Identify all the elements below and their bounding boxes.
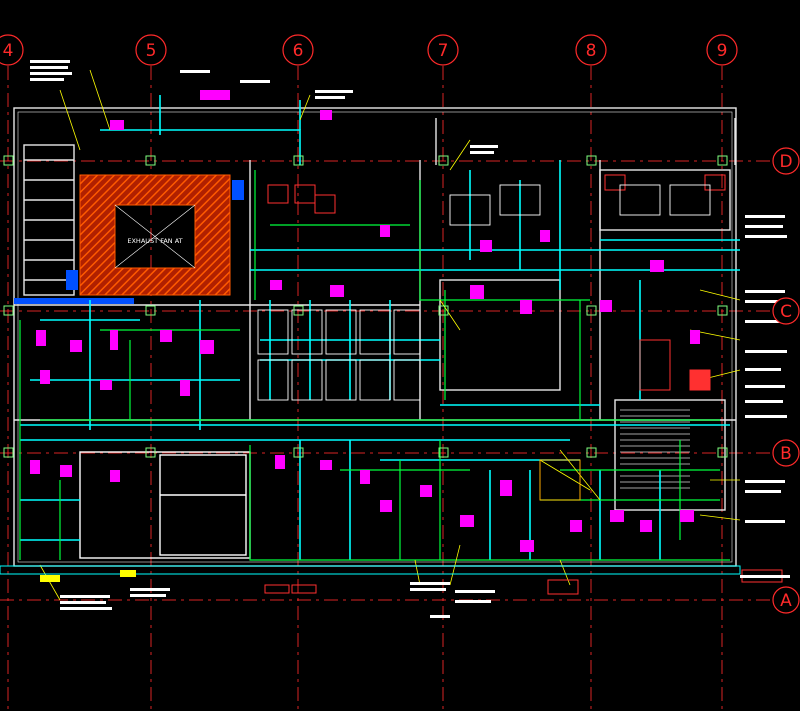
circle-grid-bubble-icon xyxy=(282,34,314,66)
diffuser-boxes-red xyxy=(267,174,726,501)
grid-column-label: 6 xyxy=(293,41,304,61)
grid-row-label: A xyxy=(780,591,792,611)
grid-bubble-D: D xyxy=(772,147,800,175)
grid-bubble-9: 9 xyxy=(706,34,738,66)
grid-bubble-A: A xyxy=(772,586,800,614)
equipment-magenta xyxy=(30,90,700,552)
ductwork-green xyxy=(19,170,730,561)
grid-row-label: D xyxy=(779,152,792,172)
row-grid-bubbles: D C B A xyxy=(772,147,800,614)
exhaust-fan-label: EXHAUST FAN AT xyxy=(127,237,182,245)
grid-bubble-C: C xyxy=(772,297,800,325)
office-grid-rooms xyxy=(257,184,711,401)
grid-bubble-8: 8 xyxy=(575,34,607,66)
circle-grid-bubble-icon xyxy=(706,34,738,66)
column-markers xyxy=(3,155,728,458)
ductwork-cyan xyxy=(20,95,740,560)
grid-column-label: 4 xyxy=(3,41,14,61)
grid-row-label: B xyxy=(780,444,792,464)
circle-grid-bubble-icon xyxy=(135,34,167,66)
grid-bubble-7: 7 xyxy=(427,34,459,66)
circle-grid-bubble-icon xyxy=(575,34,607,66)
circle-grid-bubble-icon xyxy=(772,297,800,325)
grid-bubble-6: 6 xyxy=(282,34,314,66)
grid-bubble-4: 4 xyxy=(0,34,24,66)
circle-grid-bubble-icon xyxy=(427,34,459,66)
circle-grid-bubble-icon xyxy=(772,147,800,175)
grid-bubble-B: B xyxy=(772,439,800,467)
column-grid-bubbles: 4 5 6 7 8 9 xyxy=(0,34,738,66)
grid-column-label: 7 xyxy=(438,41,449,61)
grid-lines-horizontal xyxy=(0,160,772,601)
exhaust-markers xyxy=(14,180,244,304)
grid-column-label: 5 xyxy=(146,41,157,61)
grid-bubble-5: 5 xyxy=(135,34,167,66)
grid-column-label: 9 xyxy=(717,41,728,61)
circle-grid-bubble-icon xyxy=(0,34,24,66)
exhaust-fan-hatched-area: EXHAUST FAN AT xyxy=(79,174,231,296)
annotation-tags xyxy=(30,60,790,618)
building-walls xyxy=(13,107,737,567)
grid-row-label: C xyxy=(780,302,792,322)
grid-column-label: 8 xyxy=(586,41,597,61)
circle-grid-bubble-icon xyxy=(772,439,800,467)
circle-grid-bubble-icon xyxy=(772,586,800,614)
